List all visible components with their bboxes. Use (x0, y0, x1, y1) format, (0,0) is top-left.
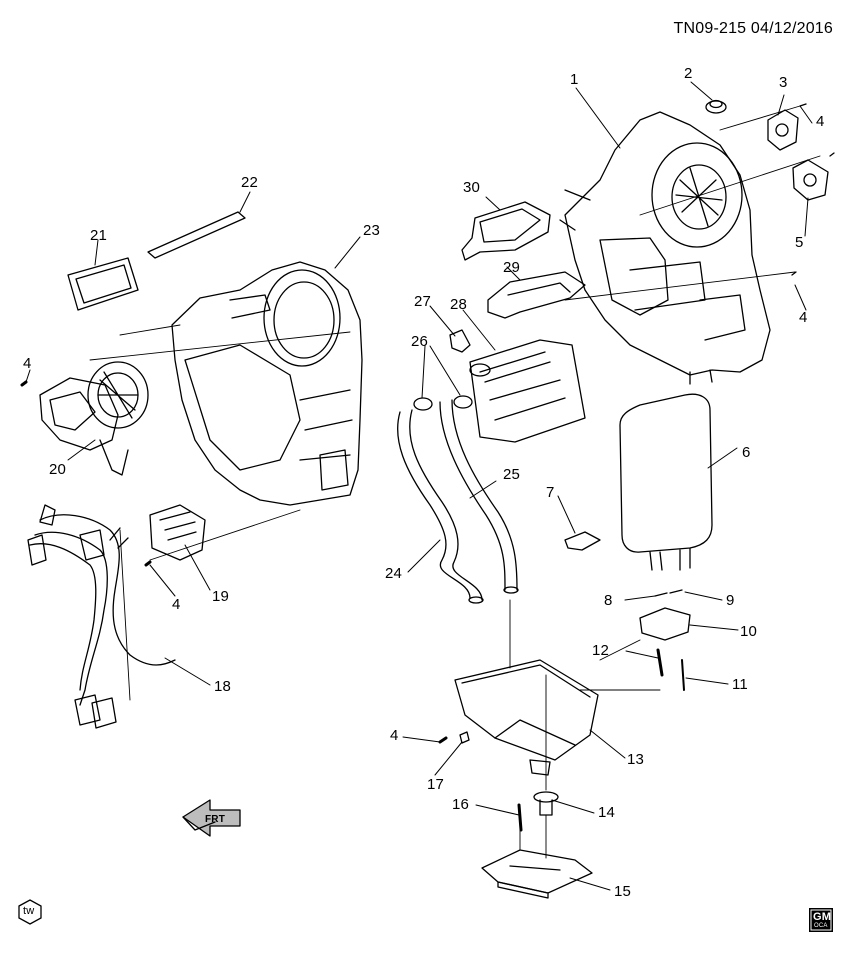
part-19-resistor (149, 504, 206, 561)
diagram-reference: TN09-215 04/12/2016 (673, 20, 833, 37)
callout-22: 22 (241, 174, 259, 191)
gm-logo-sub: OCA (814, 923, 828, 929)
callout-20: 20 (49, 461, 67, 478)
part-7-bracket (564, 531, 601, 551)
tw-badge-label: tw (23, 905, 35, 917)
part-29-duct (487, 271, 586, 319)
callout-2: 2 (684, 65, 693, 82)
part-13-drain-tray (454, 659, 599, 776)
callout-18: 18 (214, 678, 232, 695)
part-10-block (639, 607, 691, 641)
callout-23: 23 (363, 222, 381, 239)
part-30-duct (461, 201, 551, 261)
part-20-blower-motor (39, 361, 149, 476)
callout-11: 11 (732, 676, 748, 693)
callout-4e: 4 (390, 727, 399, 744)
part-25-pipe (439, 399, 519, 594)
part-1-upper-housing (559, 111, 771, 385)
callout-16: 16 (452, 796, 470, 813)
callout-30: 30 (463, 179, 481, 196)
part-22-seal (147, 211, 246, 259)
callout-3: 3 (779, 74, 788, 91)
part-15-plate (481, 849, 593, 899)
part-5-actuator (792, 159, 829, 201)
callout-6: 6 (742, 444, 751, 461)
leader-lines (25, 81, 813, 891)
part-14-fastener (533, 791, 559, 816)
callout-26: 26 (411, 333, 429, 350)
gm-logo-label: GM (813, 911, 832, 923)
callout-9: 9 (726, 592, 735, 609)
callout-25: 25 (503, 466, 521, 483)
callout-1: 1 (570, 71, 579, 88)
alignment-lines (89, 105, 821, 859)
part-3-actuator (767, 109, 799, 151)
callout-4a: 4 (816, 113, 825, 130)
gm-logo (809, 908, 833, 932)
frt-arrow (182, 799, 241, 837)
tw-badge (18, 899, 42, 925)
part-21-seal-frame (67, 257, 139, 311)
callout-28: 28 (450, 296, 468, 313)
callout-13: 13 (627, 751, 645, 768)
frt-label: FRT (205, 814, 226, 825)
callout-29: 29 (503, 259, 521, 276)
part-27-clip (449, 329, 471, 353)
part-23-lower-housing (171, 261, 363, 506)
callout-4c: 4 (23, 355, 32, 372)
callout-4d: 4 (172, 596, 181, 613)
callout-21: 21 (90, 227, 108, 244)
callout-12: 12 (592, 642, 610, 659)
callout-17: 17 (427, 776, 445, 793)
callout-5: 5 (795, 234, 804, 251)
part-2-grommet (705, 99, 727, 114)
callout-7: 7 (546, 484, 555, 501)
callout-19: 19 (212, 588, 230, 605)
callout-4b: 4 (799, 309, 808, 326)
part-28-heater-core (469, 339, 586, 443)
part-24-pipe (397, 409, 484, 604)
callout-15: 15 (614, 883, 632, 900)
callout-27: 27 (414, 293, 432, 310)
callout-14: 14 (598, 804, 616, 821)
callout-24: 24 (385, 565, 403, 582)
part-18-wiring-harness (27, 504, 176, 729)
part-26-o-rings (413, 395, 473, 411)
part-6-evaporator (619, 393, 713, 571)
callout-8: 8 (604, 592, 613, 609)
callout-10: 10 (740, 623, 758, 640)
